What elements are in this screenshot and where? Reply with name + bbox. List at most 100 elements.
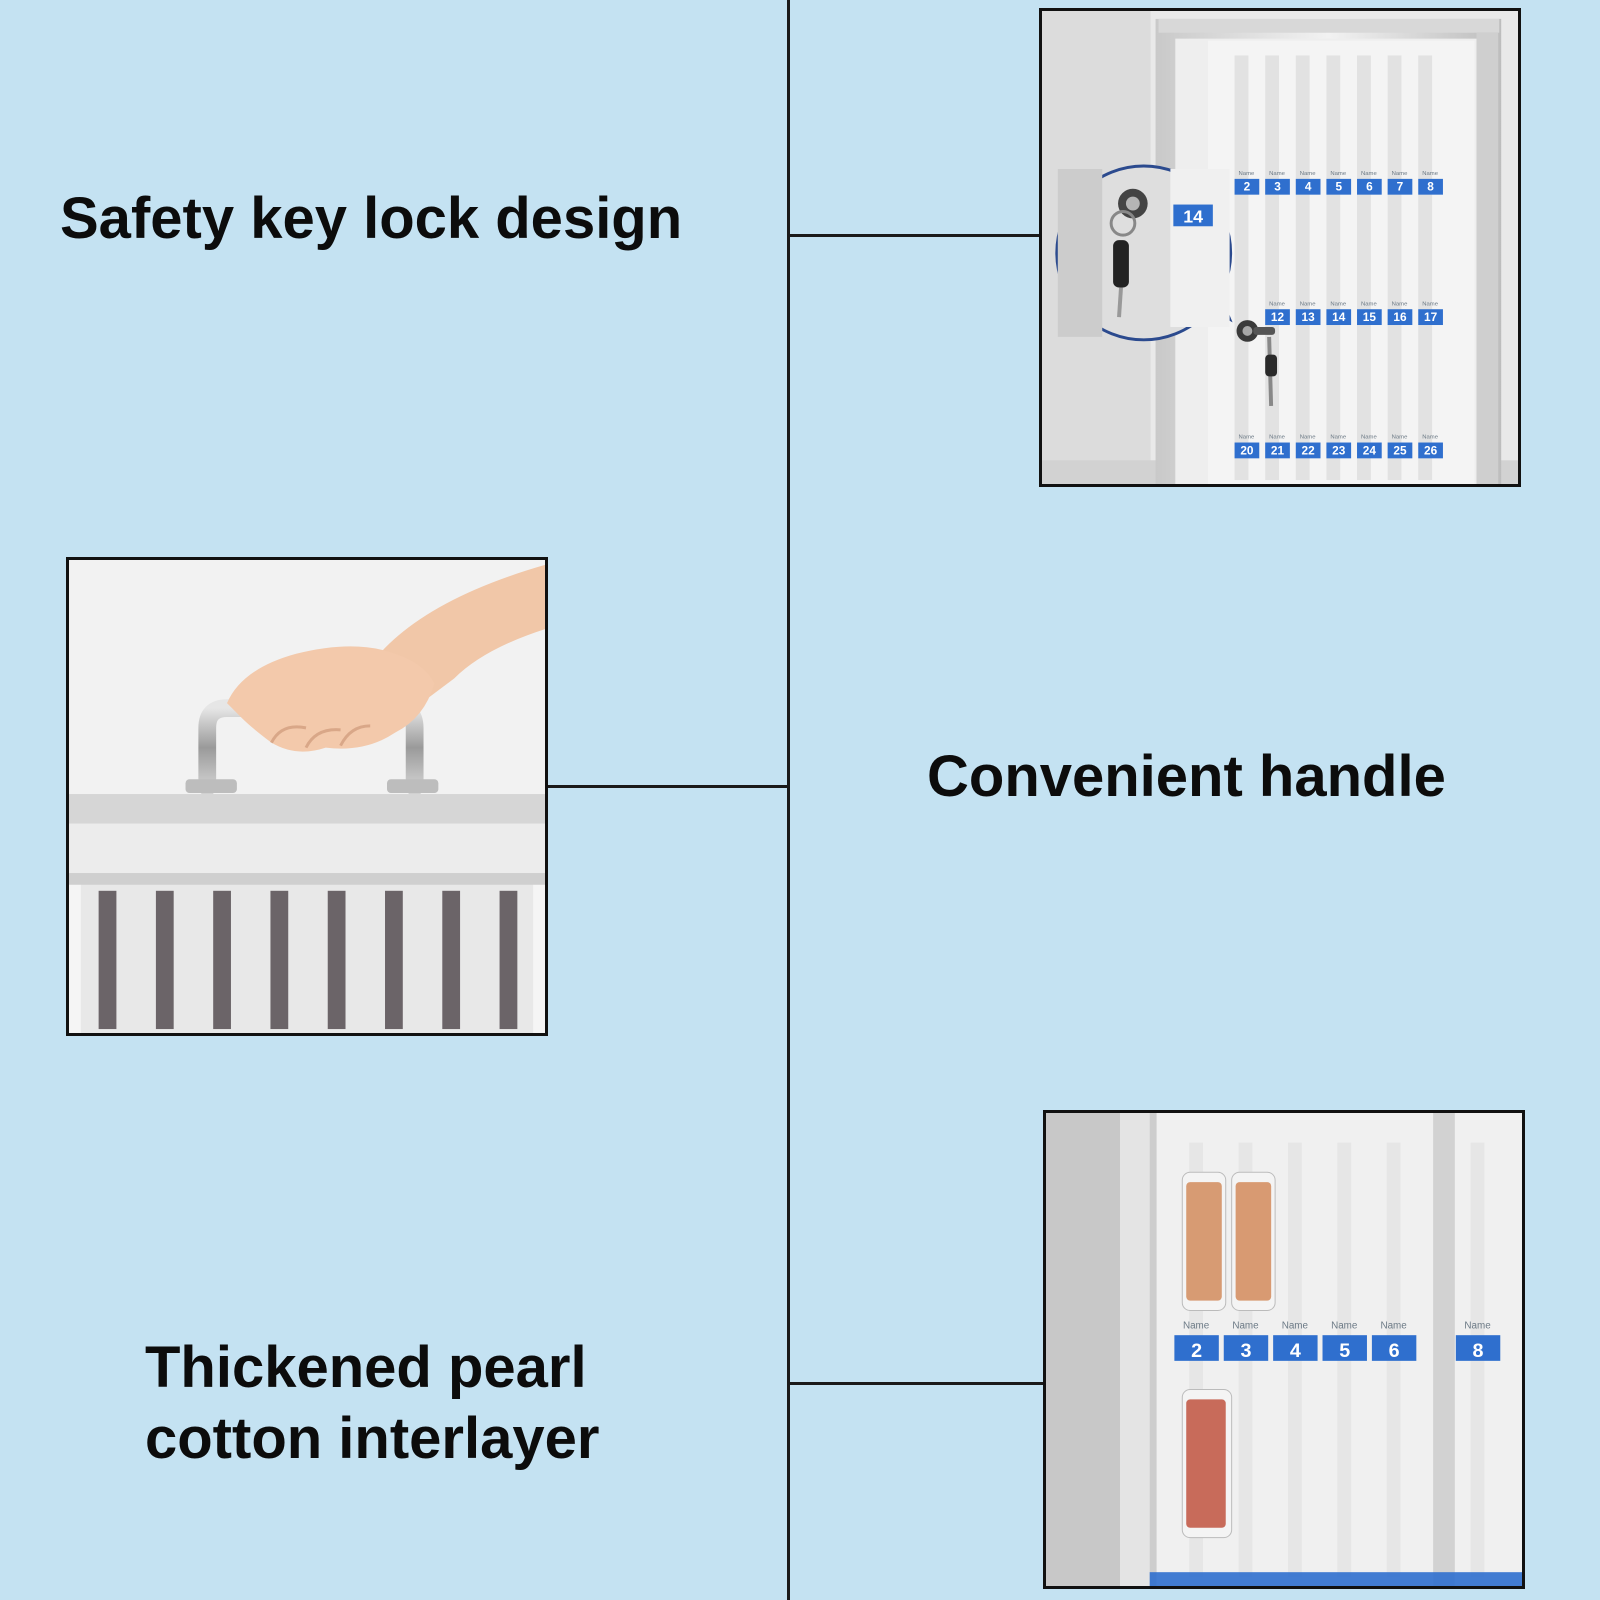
name-caption: Name bbox=[1422, 171, 1438, 177]
slot-number-13: 13 bbox=[1302, 310, 1316, 324]
slot-number-12: 12 bbox=[1271, 310, 1285, 324]
case-divider-frame bbox=[1433, 1113, 1455, 1586]
slot-number-17: 17 bbox=[1424, 310, 1438, 324]
slot-number-3-bg bbox=[1223, 1335, 1269, 1361]
name-caption: Name bbox=[1232, 1320, 1259, 1331]
lock-connector-line bbox=[789, 234, 1042, 237]
zoom-number-label: 14 bbox=[1183, 206, 1203, 226]
name-caption: Name bbox=[1269, 435, 1285, 441]
phone-icon bbox=[1231, 1171, 1276, 1311]
slot-number-20-bg bbox=[1234, 442, 1260, 459]
slot-number-16: 16 bbox=[1393, 310, 1407, 324]
slot-number-5: 5 bbox=[1335, 180, 1342, 194]
slot-number-23: 23 bbox=[1332, 443, 1346, 457]
name-caption: Name bbox=[1361, 435, 1377, 441]
name-caption: Name bbox=[1392, 435, 1408, 441]
name-caption: Name bbox=[1331, 1320, 1358, 1331]
interlayer-connector-line bbox=[789, 1382, 1045, 1385]
slot-number-8-bg bbox=[1455, 1335, 1501, 1361]
slot-number-25-bg bbox=[1387, 442, 1413, 459]
slot-number-3: 3 bbox=[1274, 180, 1281, 194]
slot-number-21: 21 bbox=[1271, 443, 1285, 457]
handle-photo-panel bbox=[66, 557, 548, 1036]
slot-number-5-bg bbox=[1322, 1335, 1367, 1361]
slot-number-8: 8 bbox=[1473, 1340, 1484, 1362]
name-caption: Name bbox=[1239, 435, 1255, 441]
slot-number-24-bg bbox=[1357, 442, 1382, 459]
slot-number-23-bg bbox=[1326, 442, 1352, 459]
slot-number-5: 5 bbox=[1339, 1340, 1350, 1362]
slot-number-13-bg bbox=[1295, 309, 1321, 326]
slot-number-6: 6 bbox=[1366, 180, 1373, 194]
case-interior bbox=[69, 884, 545, 1033]
slot-number-8: 8 bbox=[1427, 180, 1434, 194]
slot-number-14: 14 bbox=[1332, 310, 1346, 324]
handle-connector-line bbox=[546, 785, 789, 788]
slot-number-4-bg bbox=[1295, 178, 1321, 195]
name-caption: Name bbox=[1330, 435, 1346, 441]
slot-number-2: 2 bbox=[1244, 180, 1251, 194]
name-caption: Name bbox=[1330, 171, 1346, 177]
slot-number-5-bg bbox=[1326, 178, 1352, 195]
name-caption: Name bbox=[1269, 171, 1285, 177]
foam-slots bbox=[98, 890, 518, 1030]
slot-number-6-bg bbox=[1371, 1335, 1417, 1361]
slot-number-12-bg bbox=[1265, 309, 1290, 326]
slot-number-6-bg bbox=[1357, 178, 1382, 195]
slot-number-16-bg bbox=[1387, 309, 1413, 326]
car-key-icon bbox=[1113, 240, 1129, 288]
handle-feature-title: Convenient handle bbox=[927, 744, 1446, 809]
slot-number-17-bg bbox=[1418, 309, 1443, 326]
slot-number-15-bg bbox=[1357, 309, 1382, 326]
slot-number-7: 7 bbox=[1397, 180, 1404, 194]
slot-number-21-bg bbox=[1265, 442, 1290, 459]
name-caption: Name bbox=[1269, 301, 1285, 307]
case-top-rail bbox=[69, 794, 545, 824]
case-side-frame bbox=[1046, 1113, 1121, 1586]
slot-number-20: 20 bbox=[1240, 443, 1254, 457]
name-caption: Name bbox=[1380, 1320, 1407, 1331]
slot-number-4: 4 bbox=[1305, 180, 1312, 194]
slot-number-7-bg bbox=[1387, 178, 1413, 195]
name-caption: Name bbox=[1239, 171, 1255, 177]
zoom-label-14 bbox=[1173, 204, 1213, 227]
name-caption: Name bbox=[1183, 1320, 1210, 1331]
slot-number-24: 24 bbox=[1363, 443, 1377, 457]
name-caption: Name bbox=[1330, 301, 1346, 307]
name-caption: Name bbox=[1300, 435, 1316, 441]
name-caption: Name bbox=[1361, 301, 1377, 307]
phone-icon bbox=[1181, 1171, 1227, 1311]
slot-number-14-bg bbox=[1326, 309, 1352, 326]
name-caption: Name bbox=[1464, 1320, 1491, 1331]
slot-number-15: 15 bbox=[1363, 310, 1377, 324]
slot-number-25: 25 bbox=[1393, 443, 1407, 457]
name-caption: Name bbox=[1422, 301, 1438, 307]
slot-number-6: 6 bbox=[1389, 1340, 1400, 1362]
name-caption: Name bbox=[1282, 1320, 1309, 1331]
slot-number-2-bg bbox=[1174, 1335, 1219, 1361]
slot-number-2-bg bbox=[1234, 178, 1260, 195]
number-row-3: Name20Name21Name22Name23Name24Name25Name… bbox=[1234, 435, 1443, 459]
interlayer-feature-title: Thickened pearl cotton interlayer bbox=[145, 1333, 599, 1475]
number-row: Name 2 Name 3 Name 4 Name 5 Name 6 Name 8 bbox=[1174, 1320, 1501, 1362]
phone-icon bbox=[1181, 1388, 1233, 1539]
lock-feature-title: Safety key lock design bbox=[60, 186, 683, 251]
slot-number-4: 4 bbox=[1290, 1340, 1301, 1362]
slot-number-26-bg bbox=[1418, 442, 1443, 459]
slot-number-2: 2 bbox=[1191, 1340, 1202, 1362]
hand bbox=[227, 646, 435, 752]
slot-number-22-bg bbox=[1295, 442, 1321, 459]
center-divider-line bbox=[787, 0, 790, 1600]
name-caption: Name bbox=[1300, 171, 1316, 177]
foam-slots bbox=[1234, 55, 1433, 481]
handle-photo-illustration bbox=[69, 560, 545, 1033]
slot-number-26: 26 bbox=[1424, 443, 1438, 457]
interlayer-photo-illustration: Name 2 Name 3 Name 4 Name 5 Name 6 Name 8 bbox=[1046, 1113, 1522, 1586]
slot-number-3: 3 bbox=[1240, 1340, 1251, 1362]
slot-number-3-bg bbox=[1265, 178, 1290, 195]
name-caption: Name bbox=[1422, 435, 1438, 441]
